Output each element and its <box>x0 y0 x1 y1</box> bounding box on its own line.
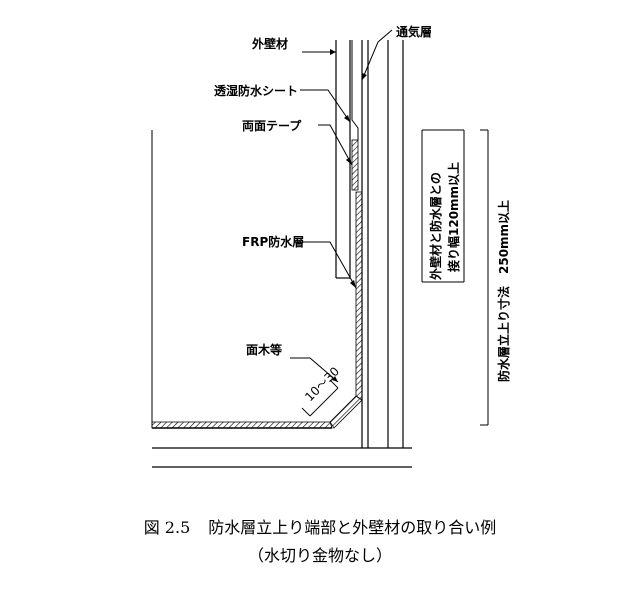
label-ventilation-layer: 通気層 <box>396 24 432 39</box>
frp-layer-floor <box>151 421 333 429</box>
figure-caption: 図 2.5 防水層立上り端部と外壁材の取り合い例 <box>0 514 640 538</box>
detail-drawing: 外壁材 通気層 透湿防水シート 両面テープ FRP防水層 面木等 10～30 外… <box>151 24 511 468</box>
leader-tape <box>318 124 353 166</box>
label-breathable-sheet: 透湿防水シート <box>214 83 298 98</box>
label-chamfer: 面木等 <box>246 342 282 357</box>
frp-layer-rise <box>355 191 363 401</box>
label-chamfer-size: 10～30 <box>302 364 342 404</box>
label-exterior-wall: 外壁材 <box>252 36 288 51</box>
label-overlap-line1: 外壁材と防水層との <box>428 172 443 280</box>
label-frp-layer: FRP防水層 <box>242 234 304 249</box>
frp-layer-chamfer <box>329 395 363 429</box>
label-overlap-line2: 接り幅120mm以上 <box>446 162 461 272</box>
label-double-sided-tape: 両面テープ <box>242 118 302 133</box>
leader-frp <box>302 241 357 289</box>
breathable-sheet <box>351 40 359 140</box>
figure-title: 防水層立上り端部と外壁材の取り合い例 <box>208 518 497 537</box>
figure-subtitle: （水切り金物なし） <box>247 546 392 565</box>
chamfer-dim-line <box>309 387 339 417</box>
leader-chamfer <box>290 357 339 383</box>
figure-number: 図 2.5 <box>143 518 191 537</box>
leader-breathable-sheet <box>300 89 351 123</box>
leader-ventilation <box>361 29 393 81</box>
double-sided-tape <box>351 139 359 191</box>
label-rise-height: 防水層立上り寸法 250mm以上 <box>496 200 511 382</box>
